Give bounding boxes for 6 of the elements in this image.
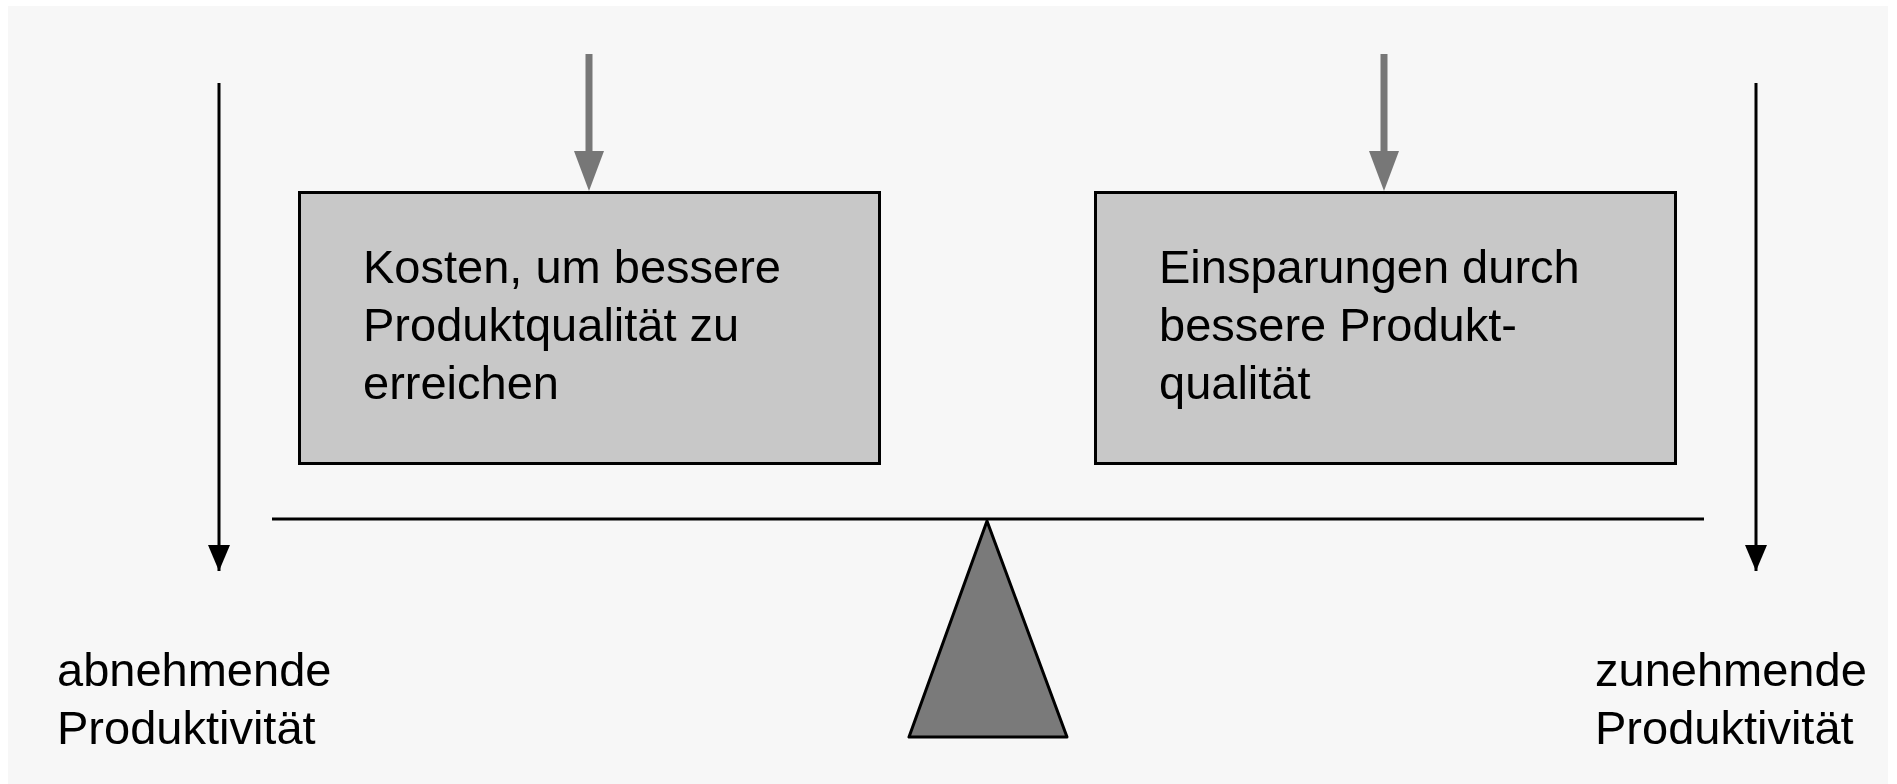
text-box: [1094, 191, 1677, 465]
box-text: Kosten, um bessere Produktqualität zu erreichen: [363, 239, 782, 411]
side-label: zunehmende Produktivität: [1595, 642, 1868, 756]
box-text: Einsparungen durch bessere Produkt- qualität: [1159, 239, 1581, 411]
text-box: [298, 191, 881, 465]
side-label: abnehmende Produktivität: [57, 642, 333, 756]
